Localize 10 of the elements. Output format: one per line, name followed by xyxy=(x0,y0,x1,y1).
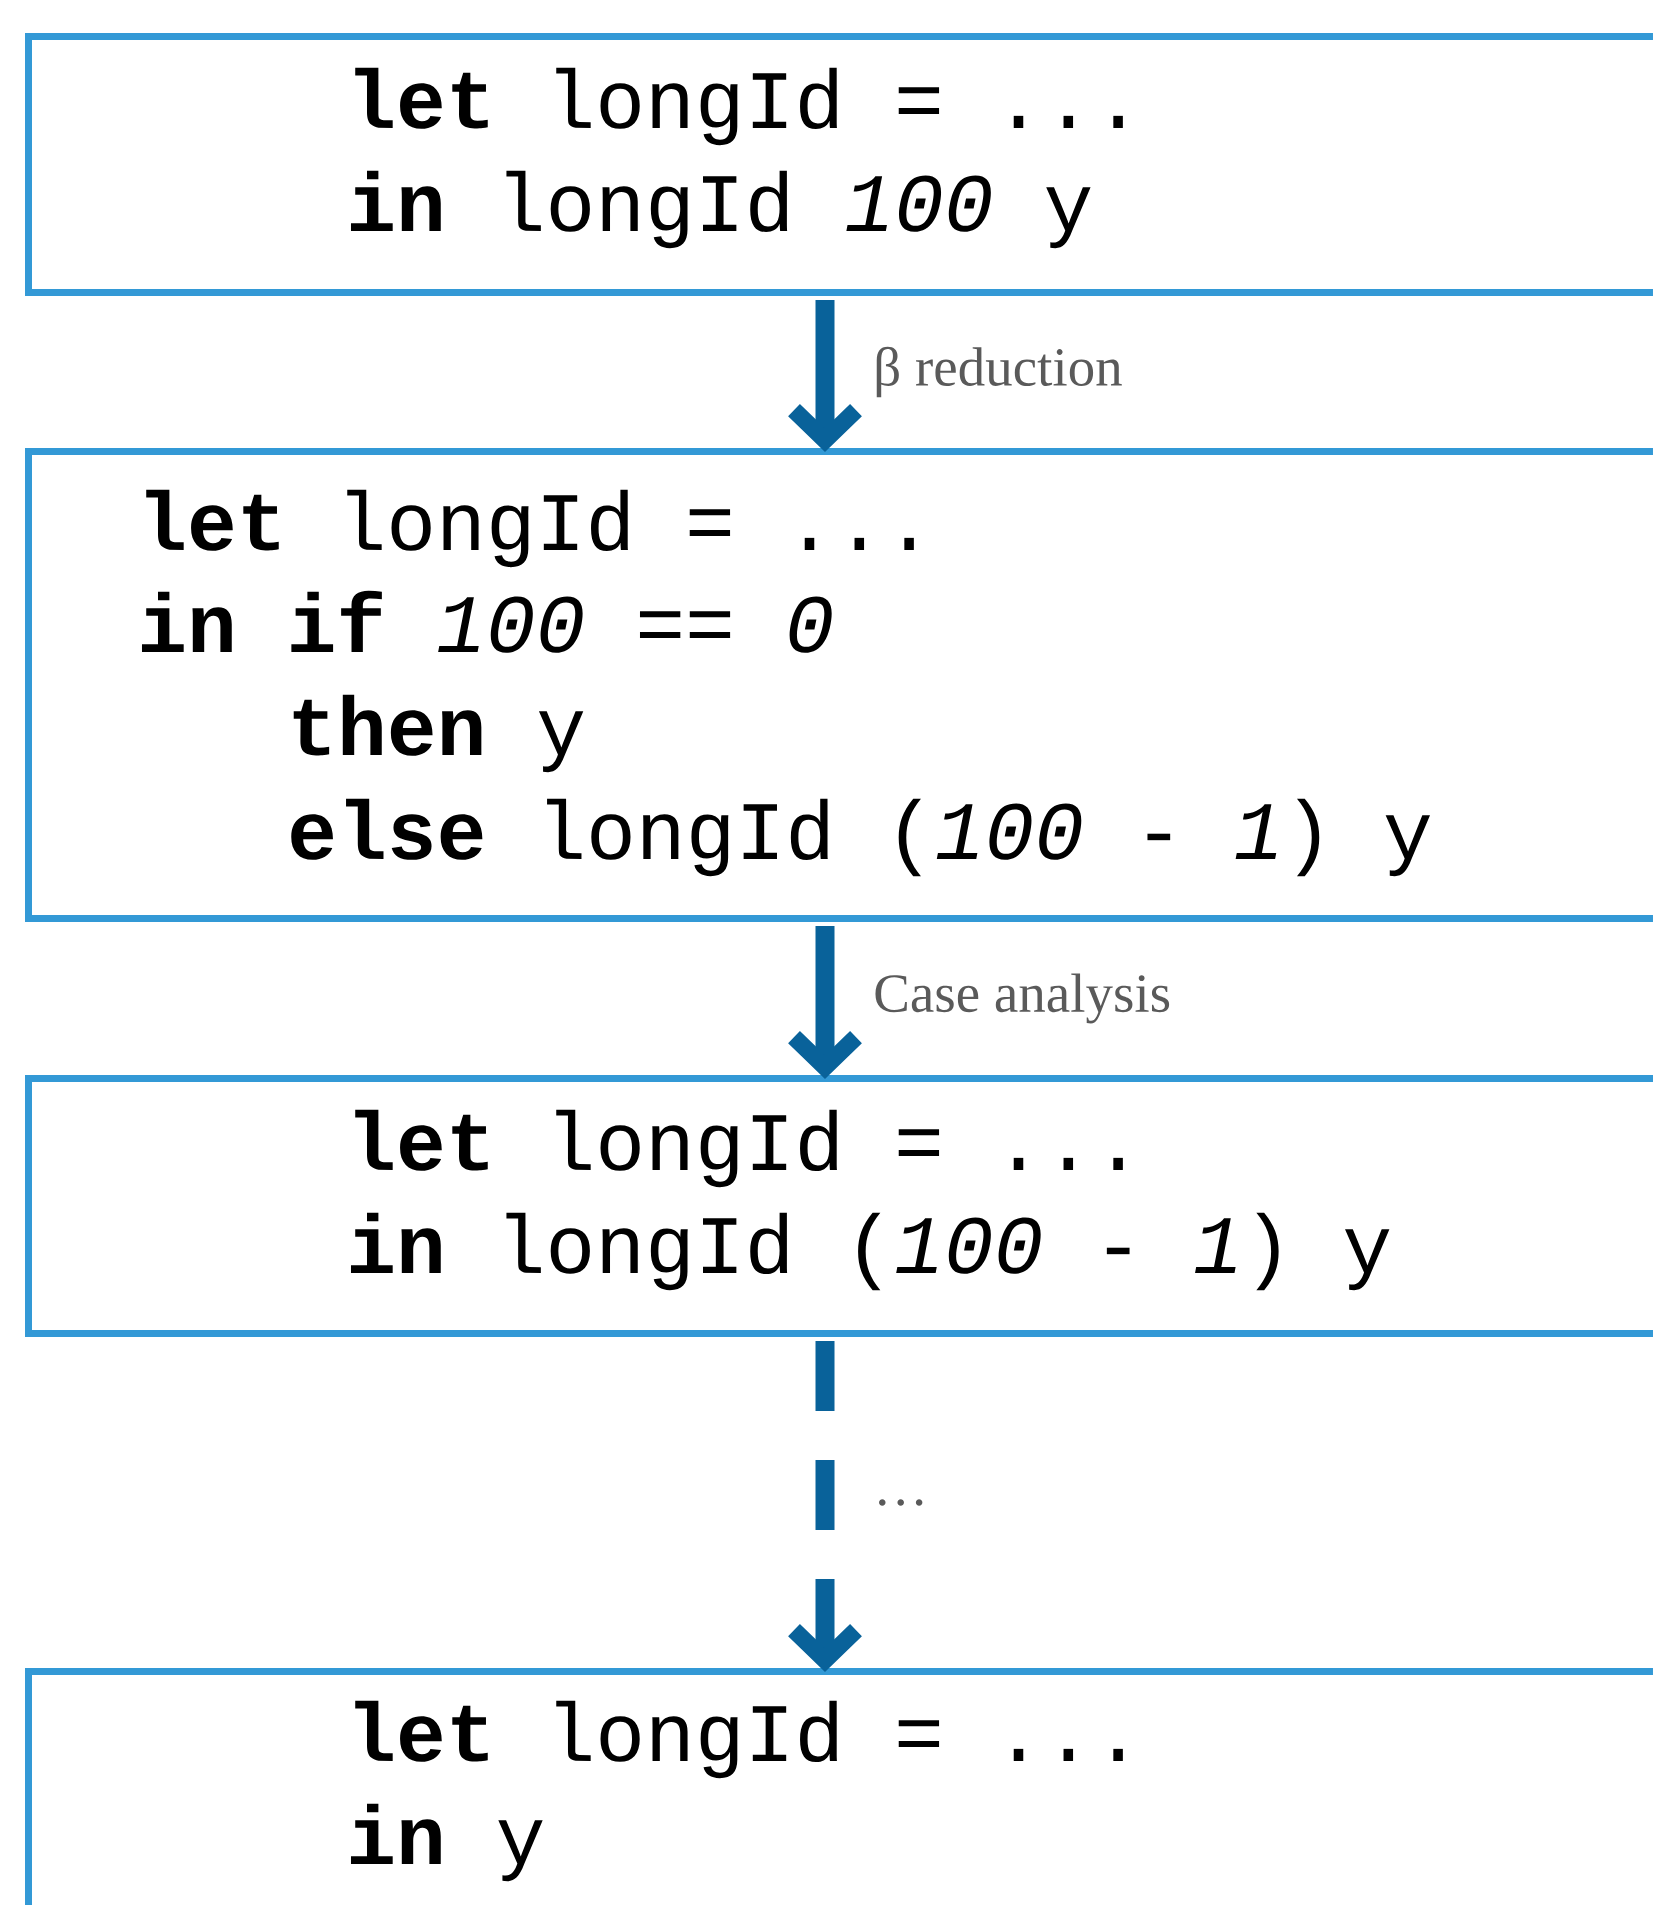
arrow xyxy=(788,1341,862,1672)
arrow xyxy=(788,926,862,1079)
arrow xyxy=(788,300,862,452)
code-box: let longId = ... in y xyxy=(25,1668,1653,1905)
code-box: let longId = ... in longId 100 y xyxy=(25,33,1653,296)
edge-label: Case analysis xyxy=(875,973,1170,1024)
code-box: let longId = ... in if 100 == 0 then y else longId (100 - 1) y xyxy=(25,448,1653,922)
edge-label: … xyxy=(879,1499,923,1506)
code-box: let longId = ... in longId (100 - 1) y xyxy=(25,1075,1653,1337)
edge-label: β reduction xyxy=(876,346,1122,398)
